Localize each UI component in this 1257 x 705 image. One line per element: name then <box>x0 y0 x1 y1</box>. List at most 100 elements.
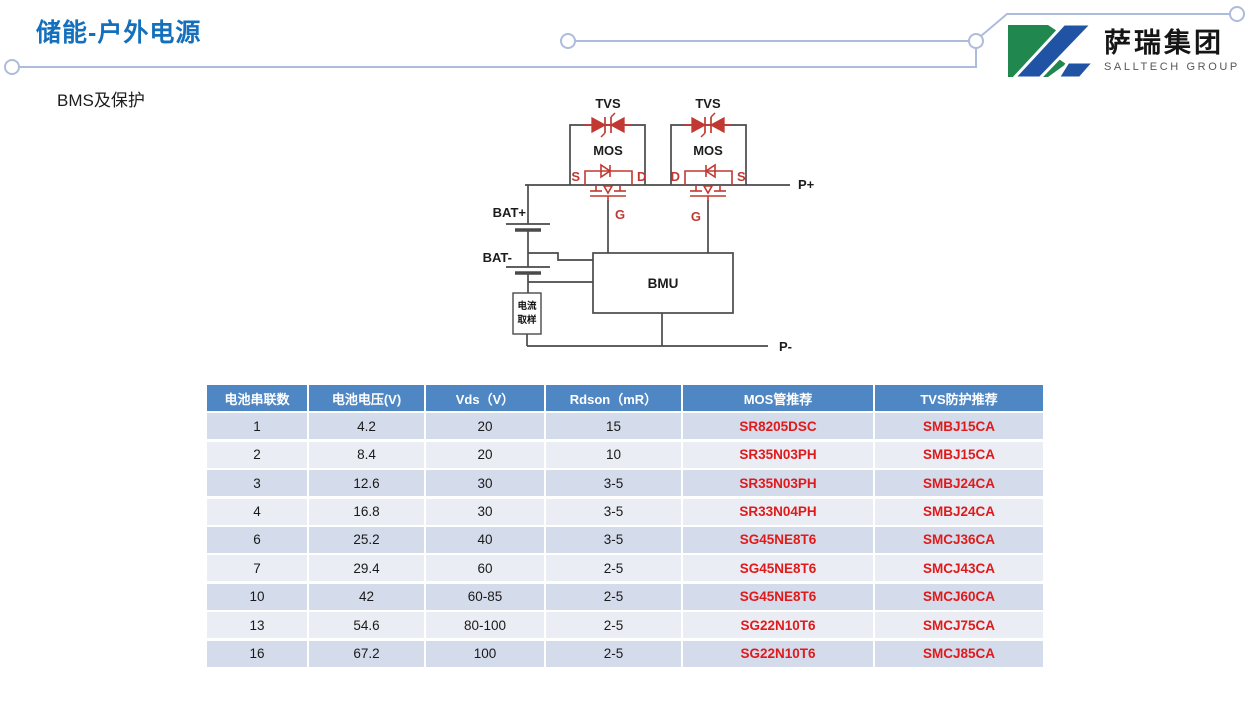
decorative-circle-left <box>4 59 20 75</box>
section-subtitle: BMS及保护 <box>57 91 145 110</box>
cell-series-count: 13 <box>207 612 307 639</box>
mosfet1-symbol <box>584 163 633 202</box>
cell-rdson: 2-5 <box>546 583 681 610</box>
cell-tvs-part: SMBJ24CA <box>875 470 1043 497</box>
cell-tvs-part: SMCJ60CA <box>875 583 1043 610</box>
cell-series-count: 6 <box>207 526 307 553</box>
cell-rdson: 2-5 <box>546 555 681 582</box>
bat-minus-label: BAT- <box>483 250 512 265</box>
p-minus-label: P- <box>779 339 792 354</box>
column-header: MOS管推荐 <box>683 385 873 411</box>
bmu-box <box>592 252 734 314</box>
company-name-cn: 萨瑞集团 <box>1104 28 1224 59</box>
cell-voltage: 54.6 <box>309 612 424 639</box>
cell-series-count: 3 <box>207 470 307 497</box>
logo-blue-tail <box>1056 60 1094 78</box>
mos1-s-label: S <box>571 169 580 184</box>
cell-rdson: 2-5 <box>546 640 681 667</box>
cell-vds: 30 <box>426 498 544 525</box>
table-row: 2 8.4 20 10 SR35N03PH SMBJ15CA <box>207 441 1043 468</box>
cell-vds: 40 <box>426 526 544 553</box>
cell-tvs-part: SMBJ15CA <box>875 441 1043 468</box>
mos2-s-label: S <box>737 169 746 184</box>
table-row: 13 54.6 80-100 2-5 SG22N10T6 SMCJ75CA <box>207 612 1043 639</box>
cell-vds: 20 <box>426 441 544 468</box>
table-row: 3 12.6 30 3-5 SR35N03PH SMBJ24CA <box>207 470 1043 497</box>
current-sample-label-2: 取样 <box>517 314 537 326</box>
cell-tvs-part: SMBJ15CA <box>875 413 1043 440</box>
company-name-en: SALLTECH GROUP <box>1104 60 1240 73</box>
cell-vds: 60-85 <box>426 583 544 610</box>
mosfet2-symbol <box>684 163 733 202</box>
cell-tvs-part: SMCJ85CA <box>875 640 1043 667</box>
current-sample-box <box>512 292 542 335</box>
cell-mos-part: SR8205DSC <box>683 413 873 440</box>
current-sample-label-1: 电流 <box>517 300 537 312</box>
cell-series-count: 4 <box>207 498 307 525</box>
battery-symbol <box>506 223 550 275</box>
bms-circuit-diagram: TVS TVS MOS MOS BMU BAT+ BAT- P+ P- 电流 取… <box>483 96 815 354</box>
cell-voltage: 29.4 <box>309 555 424 582</box>
cell-mos-part: SG45NE8T6 <box>683 526 873 553</box>
company-logo-icon <box>1008 24 1094 78</box>
cell-vds: 60 <box>426 555 544 582</box>
tvs1-symbol <box>584 112 632 138</box>
cell-tvs-part: SMBJ24CA <box>875 498 1043 525</box>
column-header: Rdson（mR） <box>546 385 681 411</box>
bmu-label: BMU <box>648 276 679 291</box>
cell-series-count: 10 <box>207 583 307 610</box>
column-header: TVS防护推荐 <box>875 385 1043 411</box>
cell-voltage: 25.2 <box>309 526 424 553</box>
company-logo: 萨瑞集团 SALLTECH GROUP <box>1008 24 1240 78</box>
cell-mos-part: SG22N10T6 <box>683 612 873 639</box>
table-row: 4 16.8 30 3-5 SR33N04PH SMBJ24CA <box>207 498 1043 525</box>
table-row: 16 67.2 100 2-5 SG22N10T6 SMCJ85CA <box>207 640 1043 667</box>
tvs2-label: TVS <box>695 96 721 111</box>
decorative-circle-right <box>1229 6 1245 22</box>
cell-tvs-part: SMCJ36CA <box>875 526 1043 553</box>
table-row: 10 42 60-85 2-5 SG45NE8T6 SMCJ60CA <box>207 583 1043 610</box>
cell-mos-part: SR35N03PH <box>683 441 873 468</box>
cell-mos-part: SR33N04PH <box>683 498 873 525</box>
cell-series-count: 1 <box>207 413 307 440</box>
cell-vds: 80-100 <box>426 612 544 639</box>
decorative-line-diagonal <box>980 13 1230 37</box>
decorative-circle-joint <box>968 33 984 49</box>
column-header: 电池电压(V) <box>309 385 424 411</box>
mos2-label: MOS <box>693 143 723 158</box>
cell-mos-part: SG22N10T6 <box>683 640 873 667</box>
column-header: 电池串联数 <box>207 385 307 411</box>
cell-vds: 30 <box>426 470 544 497</box>
table-row: 6 25.2 40 3-5 SG45NE8T6 SMCJ36CA <box>207 526 1043 553</box>
cell-tvs-part: SMCJ75CA <box>875 612 1043 639</box>
table-row: 1 4.2 20 15 SR8205DSC SMBJ15CA <box>207 413 1043 440</box>
cell-vds: 20 <box>426 413 544 440</box>
tvs2-symbol <box>684 112 732 138</box>
cell-rdson: 10 <box>546 441 681 468</box>
bat-plus-label: BAT+ <box>493 205 527 220</box>
cell-rdson: 15 <box>546 413 681 440</box>
cell-mos-part: SG45NE8T6 <box>683 555 873 582</box>
cell-voltage: 12.6 <box>309 470 424 497</box>
cell-vds: 100 <box>426 640 544 667</box>
cell-voltage: 4.2 <box>309 413 424 440</box>
mos1-d-label: D <box>637 169 646 184</box>
cell-tvs-part: SMCJ43CA <box>875 555 1043 582</box>
cell-rdson: 3-5 <box>546 526 681 553</box>
table-row: 7 29.4 60 2-5 SG45NE8T6 SMCJ43CA <box>207 555 1043 582</box>
decorative-circle-mid <box>560 33 576 49</box>
cell-voltage: 67.2 <box>309 640 424 667</box>
mos1-label: MOS <box>593 143 623 158</box>
cell-mos-part: SG45NE8T6 <box>683 583 873 610</box>
mos2-g-label: G <box>691 209 701 224</box>
p-plus-label: P+ <box>798 177 815 192</box>
cell-rdson: 3-5 <box>546 470 681 497</box>
cell-rdson: 3-5 <box>546 498 681 525</box>
cell-rdson: 2-5 <box>546 612 681 639</box>
cell-mos-part: SR35N03PH <box>683 470 873 497</box>
mos1-g-label: G <box>615 207 625 222</box>
page-title: 储能-户外电源 <box>36 19 202 47</box>
cell-series-count: 7 <box>207 555 307 582</box>
decorative-connector-lines <box>4 6 1245 75</box>
recommendation-table: 电池串联数 电池电压(V) Vds（V） Rdson（mR） MOS管推荐 TV… <box>207 385 1043 669</box>
